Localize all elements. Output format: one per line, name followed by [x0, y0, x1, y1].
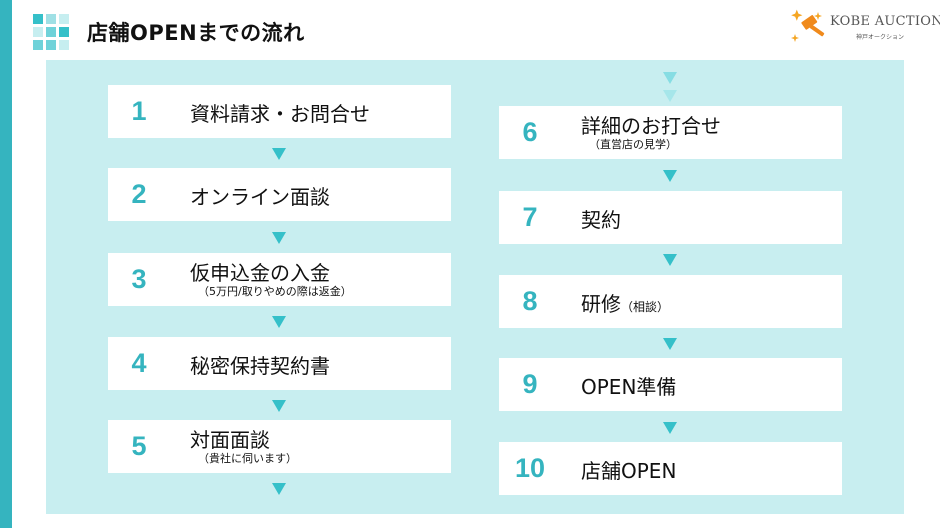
step-1: 1 資料請求・お問合せ: [108, 85, 451, 138]
arrow-down-icon: [663, 338, 677, 350]
step-label: 対面面談: [190, 428, 270, 452]
step-label-text: 研修: [581, 292, 621, 316]
step-4: 4 秘密保持契約書: [108, 337, 451, 390]
grid-icon: [33, 14, 69, 50]
step-10: 10 店舗OPEN: [499, 442, 842, 495]
step-note: （貴社に伺います）: [198, 452, 297, 465]
step-9: 9 OPEN準備: [499, 358, 842, 411]
gavel-icon: [791, 9, 825, 42]
step-5: 5 対面面談 （貴社に伺います）: [108, 420, 451, 473]
arrow-down-icon: [272, 232, 286, 244]
step-number: 9: [522, 369, 538, 399]
step-label: OPEN準備: [581, 375, 677, 399]
step-note: （相談）: [621, 300, 670, 314]
step-number: 2: [131, 179, 147, 209]
step-label: 資料請求・お問合せ: [190, 102, 370, 126]
step-number: 6: [522, 117, 538, 147]
step-label: 契約: [581, 208, 621, 232]
arrow-down-icon: [272, 483, 286, 495]
accent-sidebar: [0, 0, 12, 528]
step-number: 10: [514, 453, 546, 483]
step-number: 5: [131, 431, 147, 461]
step-6: 6 詳細のお打合せ （直営店の見学）: [499, 106, 842, 159]
step-2: 2 オンライン面談: [108, 168, 451, 221]
arrow-down-icon: [663, 254, 677, 266]
arrow-down-icon: [272, 400, 286, 412]
step-label: 研修（相談）: [581, 288, 669, 317]
step-label: 秘密保持契約書: [190, 354, 330, 378]
step-8: 8 研修（相談）: [499, 275, 842, 328]
step-number: 8: [522, 286, 538, 316]
step-3: 3 仮申込金の入金 （5万円/取りやめの際は返金）: [108, 253, 451, 306]
step-label: 仮申込金の入金: [190, 261, 330, 285]
step-label: 店舗OPEN: [581, 459, 677, 483]
arrow-down-icon: [272, 148, 286, 160]
logo-subtitle: 神戸オークション: [856, 34, 905, 41]
step-note: （直営店の見学）: [589, 138, 677, 151]
step-7: 7 契約: [499, 191, 842, 244]
kobe-auction-logo: KOBE AUCTION 神戸オークション: [790, 8, 940, 44]
step-number: 4: [131, 348, 147, 378]
arrow-down-icon: [663, 72, 677, 84]
step-label: オンライン面談: [190, 185, 330, 209]
step-label: 詳細のお打合せ: [581, 114, 721, 138]
arrow-down-icon: [663, 90, 677, 102]
step-number: 3: [131, 264, 147, 294]
arrow-down-icon: [272, 316, 286, 328]
step-number: 7: [522, 202, 538, 232]
step-number: 1: [131, 96, 147, 126]
arrow-down-icon: [663, 422, 677, 434]
step-note: （5万円/取りやめの際は返金）: [198, 285, 352, 298]
page-title: 店舗OPENまでの流れ: [87, 21, 305, 45]
logo-name: KOBE AUCTION: [830, 14, 940, 29]
arrow-down-icon: [663, 170, 677, 182]
